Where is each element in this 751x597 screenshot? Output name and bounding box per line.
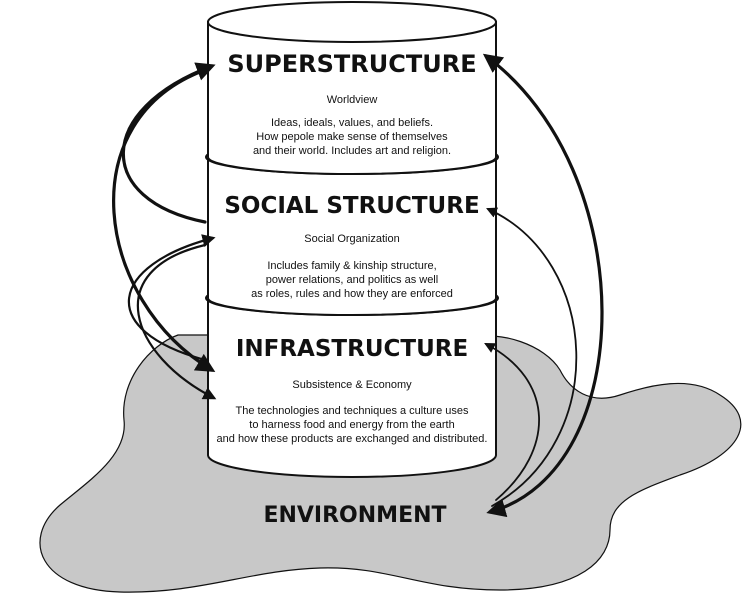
social-structure-title: SOCIAL STRUCTURE xyxy=(224,193,479,219)
environment-label: ENVIRONMENT xyxy=(263,503,446,528)
arrow-env-to-social xyxy=(486,207,578,507)
infrastructure-title: INFRASTRUCTURE xyxy=(236,336,468,362)
arrow-social-to-infra-left xyxy=(136,243,217,400)
superstructure-title: SUPERSTRUCTURE xyxy=(227,50,476,78)
superstructure-line-1: Ideas, ideals, values, and beliefs. xyxy=(271,117,433,129)
superstructure-line-3: and their world. Includes art and religi… xyxy=(253,145,451,157)
infrastructure-line-2: to harness food and energy from the eart… xyxy=(249,419,454,431)
arrow-env-to-infra xyxy=(484,342,540,501)
superstructure-subtitle: Worldview xyxy=(327,94,378,106)
arrow-infra-to-social-left xyxy=(127,234,216,362)
social-structure-line-2: power relations, and politics as well xyxy=(266,274,438,286)
arrow-super-to-infra-left xyxy=(112,68,216,372)
social-structure-subtitle: Social Organization xyxy=(304,233,399,245)
infrastructure-subtitle: Subsistence & Economy xyxy=(292,379,412,391)
right-arrows xyxy=(482,53,604,518)
social-structure-line-3: as roles, rules and how they are enforce… xyxy=(251,288,453,300)
superstructure-label-group: SUPERSTRUCTURE Worldview Ideas, ideals, … xyxy=(227,50,476,157)
infrastructure-line-1: The technologies and techniques a cultur… xyxy=(236,405,469,417)
arrow-env-to-super xyxy=(482,53,604,518)
infrastructure-label-group: INFRASTRUCTURE Subsistence & Economy The… xyxy=(217,336,488,445)
superstructure-line-2: How pepole make sense of themselves xyxy=(256,131,448,143)
left-arrows xyxy=(112,62,217,400)
infrastructure-line-3: and how these products are exchanged and… xyxy=(217,433,488,445)
social-structure-line-1: Includes family & kinship structure, xyxy=(267,260,436,272)
social-structure-label-group: SOCIAL STRUCTURE Social Organization Inc… xyxy=(224,193,479,300)
